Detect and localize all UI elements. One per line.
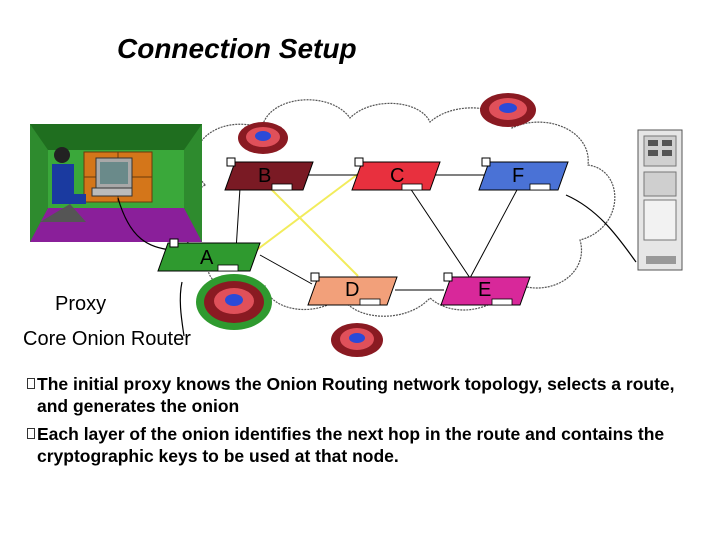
bullet-item: The initial proxy knows the Onion Routin…	[27, 373, 707, 417]
bullet-text: The initial proxy knows the Onion Routin…	[37, 374, 675, 416]
onion-disc-upper-right	[480, 93, 536, 127]
onion-disc-bottom	[331, 323, 383, 357]
router-d: D	[307, 272, 398, 306]
router-e: E	[440, 272, 531, 306]
bullet-item: Each layer of the onion identifies the n…	[27, 423, 707, 467]
server-icon	[637, 129, 683, 271]
router-a-label: A	[200, 247, 214, 269]
network-links	[117, 173, 637, 337]
bullet-list: The initial proxy knows the Onion Routin…	[27, 373, 707, 473]
router-d-label: D	[345, 279, 359, 301]
router-c-label: C	[390, 165, 404, 187]
onion-disc-top	[238, 122, 288, 154]
slide-title: Connection Setup	[117, 33, 357, 64]
router-a: A	[157, 238, 261, 272]
bullet-text: Each layer of the onion identifies the n…	[37, 424, 665, 466]
bullet-marker	[27, 378, 35, 389]
router-c: C	[351, 157, 441, 191]
user-workstation-icon	[30, 124, 202, 242]
router-b-label: B	[258, 165, 271, 187]
proxy-label: Proxy	[55, 293, 107, 315]
proxy-onion-disc	[196, 274, 272, 330]
bullet-marker	[27, 428, 35, 439]
router-f: F	[478, 157, 569, 191]
network-cloud	[181, 99, 616, 317]
core-onion-router-label: Core Onion Router	[23, 328, 191, 350]
router-f-label: F	[512, 165, 524, 187]
router-e-label: E	[478, 279, 491, 301]
router-b: B	[224, 157, 314, 191]
